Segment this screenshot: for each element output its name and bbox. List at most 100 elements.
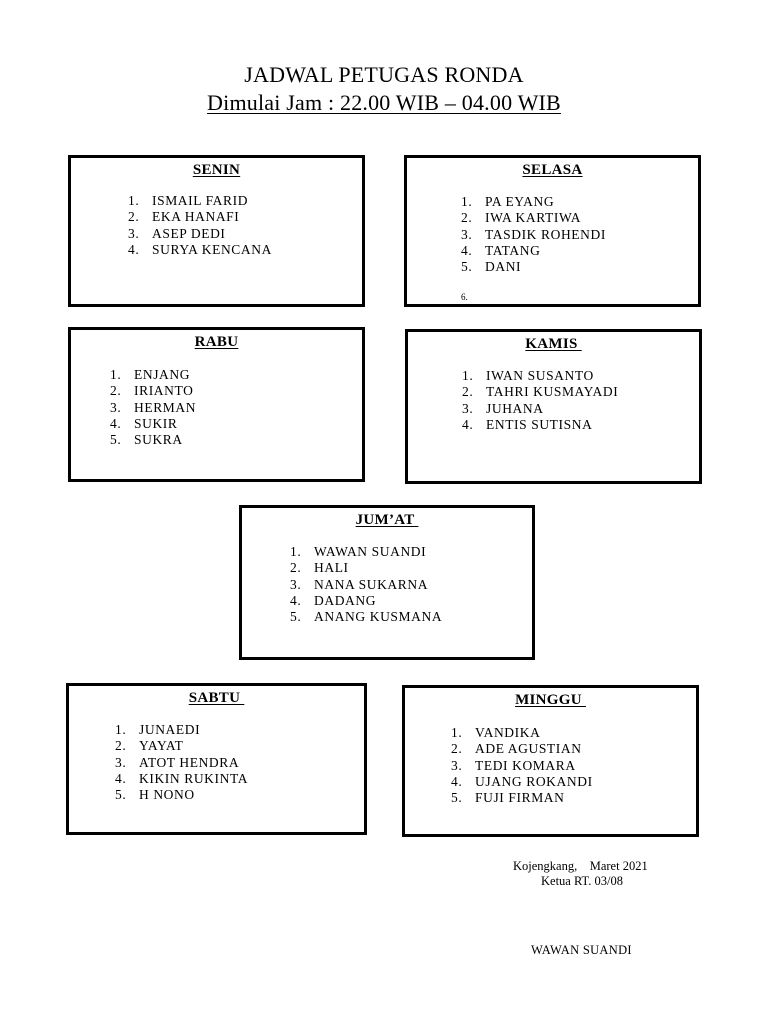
day-name: MINGGU: [515, 692, 586, 708]
subtitle-text: Dimulai Jam : 22.00 WIB – 04.00 WIB: [207, 90, 561, 115]
day-heading: SABTU: [69, 690, 364, 707]
member-number: 2.: [115, 738, 127, 754]
day-name: KAMIS: [525, 336, 582, 352]
member-number: 2.: [462, 384, 474, 400]
member-name: TASDIK ROHENDI: [485, 226, 606, 242]
member-item: 5.ANANG KUSMANA: [290, 609, 442, 625]
member-item: 1. ISMAIL FARID: [128, 193, 272, 209]
day-name: SELASA: [522, 162, 583, 178]
member-item: 3. NANA SUKARNA: [290, 577, 442, 593]
member-number: 1.: [462, 368, 474, 383]
member-item: 3. TASDIK ROHENDI: [461, 227, 606, 243]
member-item: 5.H NONO: [115, 787, 248, 803]
member-name: ADE AGUSTIAN: [475, 741, 582, 757]
member-item: 4. SURYA KENCANA: [128, 242, 272, 258]
member-item: 2. TAHRI KUSMAYADI: [462, 384, 618, 400]
member-item: 3. ATOT HENDRA: [115, 755, 248, 771]
member-name: DADANG: [314, 592, 377, 608]
member-item: 5.SUKRA: [110, 432, 196, 448]
member-name: UJANG ROKANDI: [475, 773, 593, 789]
member-number: 4.: [115, 770, 127, 786]
member-number: 5.: [115, 787, 127, 803]
member-number: 4.: [110, 415, 122, 431]
member-name: ISMAIL FARID: [152, 193, 249, 208]
member-number: 2.: [461, 210, 473, 226]
day-name: JUM’AT: [355, 512, 419, 528]
member-item: 2. YAYAT: [115, 738, 248, 754]
member-name: NANA SUKARNA: [314, 576, 429, 592]
member-item: 1.WAWAN SUANDI: [290, 544, 442, 560]
member-name: SUKIR: [134, 415, 178, 431]
signature-place-date: Kojengkang, Maret 2021: [513, 859, 648, 873]
member-name: TATANG: [485, 242, 541, 258]
schedule-box-sabtu: SABTU 1. JUNAEDI 2. YAYAT 3. ATOT HENDRA 4. KIK…: [66, 683, 367, 835]
member-item: 5. DANI: [461, 259, 606, 275]
member-number: 1.: [451, 725, 463, 740]
member-name: KIKIN RUKINTA: [139, 770, 249, 786]
signature-role: Ketua RT. 03/08: [541, 874, 623, 888]
member-item: 1. JUNAEDI: [115, 722, 248, 738]
member-number: 3.: [461, 226, 473, 242]
member-item: 2.EKA HANAFI: [128, 209, 272, 225]
member-item: 2. HALI: [290, 560, 442, 576]
document-title: JADWAL PETUGAS RONDA: [244, 62, 524, 87]
member-number: 4.: [451, 773, 463, 789]
member-name: ENJANG: [134, 367, 191, 382]
member-number: 2.: [290, 560, 302, 576]
member-item: 3. JUHANA: [462, 401, 618, 417]
member-name: HERMAN: [134, 399, 197, 415]
member-item: 1. ENJANG: [110, 367, 196, 383]
member-name: TEDI KOMARA: [475, 757, 576, 773]
member-number: 3.: [290, 576, 302, 592]
member-name: ATOT HENDRA: [139, 754, 240, 770]
member-number: 5.: [461, 259, 473, 275]
member-number: 1.: [115, 722, 127, 737]
member-item: 2. IRIANTO: [110, 383, 196, 399]
member-item: 4.DADANG: [290, 593, 442, 609]
member-item: 3. HERMAN: [110, 400, 196, 416]
member-item: 4. SUKIR: [110, 416, 196, 432]
member-name: JUNAEDI: [139, 722, 201, 737]
member-number: 3.: [462, 400, 474, 416]
member-number: 5.: [110, 432, 122, 448]
member-name: ENTIS SUTISNA: [486, 416, 593, 432]
member-name: IRIANTO: [134, 383, 194, 399]
member-item: 1.VANDIKA: [451, 725, 593, 741]
member-name: PA EYANG: [485, 194, 555, 209]
member-name: SURYA KENCANA: [152, 241, 272, 257]
member-number: 4.: [128, 241, 140, 257]
member-number: 1.: [128, 193, 140, 208]
member-item: 1.PA EYANG: [461, 194, 606, 210]
member-item: 3.ASEP DEDI: [128, 226, 272, 242]
member-number: 1.: [290, 544, 302, 559]
day-name: RABU: [194, 334, 239, 350]
member-name: ANANG KUSMANA: [314, 609, 443, 625]
member-number: 1.: [110, 367, 122, 382]
member-number: 2.: [451, 741, 463, 757]
member-name: TAHRI KUSMAYADI: [486, 384, 619, 400]
member-name: EKA HANAFI: [152, 209, 240, 225]
member-name: HALI: [314, 560, 349, 576]
day-name: SABTU: [188, 690, 245, 706]
day-name: SENIN: [192, 162, 241, 178]
member-name: DANI: [485, 259, 522, 275]
member-number: 3.: [110, 399, 122, 415]
document-subtitle: Dimulai Jam : 22.00 WIB – 04.00 WIB: [0, 90, 768, 116]
member-name: YAYAT: [139, 738, 184, 754]
member-name: IWA KARTIWA: [485, 210, 582, 226]
member-number: 3.: [115, 754, 127, 770]
member-name: ASEP DEDI: [152, 225, 226, 241]
member-item: 4. UJANG ROKANDI: [451, 774, 593, 790]
member-number: 2.: [110, 383, 122, 399]
member-item: 4.ENTIS SUTISNA: [462, 417, 618, 433]
member-name: JUHANA: [486, 400, 544, 416]
